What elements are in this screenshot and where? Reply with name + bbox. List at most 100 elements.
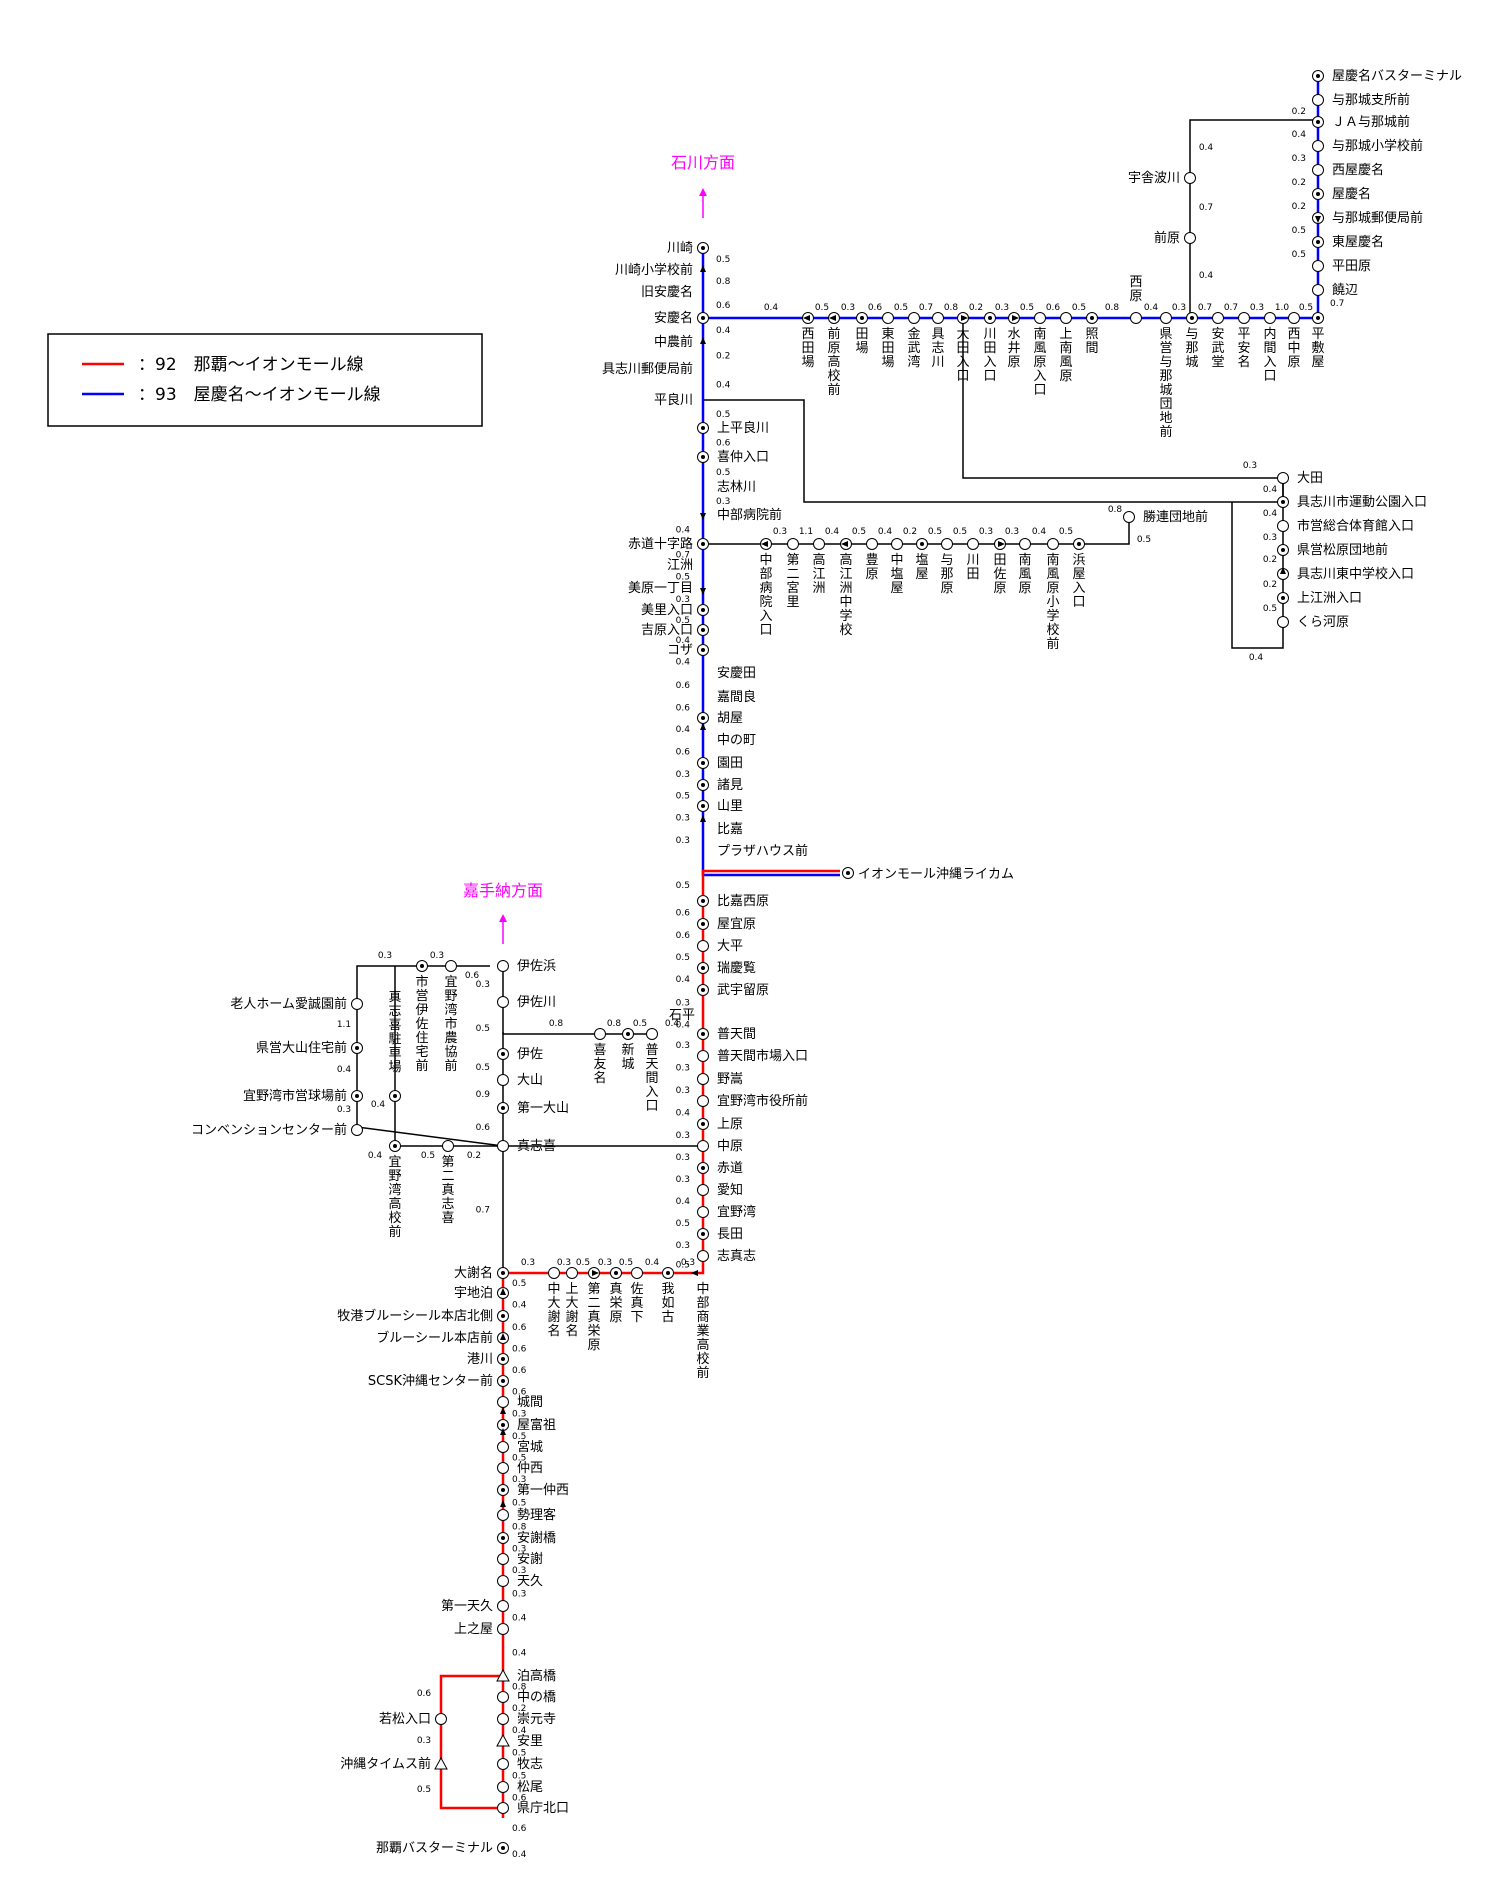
distance-label: 0.3 <box>1263 533 1277 543</box>
stop-marker <box>435 1713 447 1725</box>
stop-label: 与那原 <box>940 553 953 596</box>
distance-label: 0.3 <box>676 1064 690 1074</box>
stop-label: 沖縄タイムス前 <box>340 1756 431 1772</box>
distance-label: 0.5 <box>716 410 730 420</box>
distance-label: 0.4 <box>878 527 893 537</box>
direction-label-kadena: 嘉手納方面 <box>463 881 543 900</box>
distance-label: 0.5 <box>576 1258 590 1268</box>
direction-arrow <box>841 541 848 547</box>
stop-label: 南風原入口 <box>1033 326 1046 398</box>
stop-label: 中原 <box>717 1139 743 1154</box>
distance-label: 0.4 <box>676 526 691 536</box>
stop-label: 第二宮里 <box>786 553 799 610</box>
stop-label: 諸見 <box>717 777 743 793</box>
stop-label: 宜野湾 <box>717 1204 756 1220</box>
stop-label: 南風原小学校前 <box>1046 552 1059 652</box>
stop-label: 川崎 <box>667 241 693 256</box>
stop-label: 安謝橋 <box>517 1531 556 1546</box>
stop-label: 大田 <box>1297 471 1323 486</box>
stop-label: 東田場 <box>881 326 894 370</box>
stop-label: 中塩屋 <box>890 553 903 596</box>
stop-marker <box>1312 284 1324 296</box>
stop-label: 第二真志喜 <box>441 1155 454 1226</box>
stop-dot <box>501 1423 505 1427</box>
distance-label: 0.5 <box>1020 303 1034 313</box>
distance-label: 0.5 <box>1263 604 1277 614</box>
stop-label: 平安名 <box>1237 327 1250 370</box>
distance-label: 0.3 <box>337 1105 351 1115</box>
stop-dot <box>1281 596 1285 600</box>
distance-label: 0.4 <box>1032 527 1047 537</box>
distance-label: 0.3 <box>676 1041 690 1051</box>
stop-label: 牧港ブルーシール本店北側 <box>337 1308 493 1324</box>
stop-marker <box>908 312 920 324</box>
distance-label: 0.5 <box>676 881 690 891</box>
stop-label: 豊原 <box>865 553 878 582</box>
stop-label: 比嘉西原 <box>717 894 769 909</box>
stop-marker <box>1019 538 1031 550</box>
distance-label: 0.4 <box>512 1614 527 1624</box>
stop-marker <box>1184 172 1196 184</box>
distance-label: 0.6 <box>676 704 691 714</box>
distance-label: 0.4 <box>368 1151 383 1161</box>
distance-label: 0.3 <box>1250 303 1264 313</box>
distance-label: 0.6 <box>512 1388 527 1398</box>
distance-label: 0.5 <box>953 527 967 537</box>
stop-dot <box>1090 316 1094 320</box>
stop-dot <box>701 922 705 926</box>
stop-marker <box>1130 312 1142 324</box>
stop-label: コザ <box>667 643 693 658</box>
stop-dot <box>701 542 705 546</box>
route-line-gushikawa <box>703 399 1284 503</box>
distance-label: 0.3 <box>676 814 690 824</box>
stop-dot <box>701 455 705 459</box>
stop-label: 長田 <box>717 1227 743 1242</box>
stop-dot <box>501 1357 505 1361</box>
stop-label: 屋慶名バスターミナル <box>1332 68 1462 84</box>
stop-label: 松尾 <box>517 1780 543 1795</box>
distance-label: 0.8 <box>1108 505 1123 515</box>
stop-dot <box>988 316 992 320</box>
direction-arrow <box>998 541 1005 547</box>
distance-label: 0.3 <box>676 595 690 605</box>
direction-arrow <box>500 1407 506 1414</box>
stop-label: 宇地泊 <box>454 1286 493 1301</box>
stop-label: 城間 <box>517 1395 543 1410</box>
distance-label: 0.6 <box>716 301 731 311</box>
stop-label: 吉原入口 <box>641 623 693 638</box>
stop-label: 第二真栄原 <box>587 1282 600 1353</box>
stop-label: 赤道十字路 <box>628 536 693 552</box>
distance-label: 0.4 <box>1144 303 1159 313</box>
distance-label: 0.2 <box>1292 107 1306 117</box>
stop-dot <box>355 1046 359 1050</box>
stop-dot <box>501 1314 505 1318</box>
stop-label: 具志川東中学校入口 <box>1297 566 1414 582</box>
stop-label: 胡屋 <box>717 711 743 726</box>
stop-label: 平田原 <box>1332 259 1371 274</box>
distance-label: 0.3 <box>676 1175 690 1185</box>
stop-label: 宜野湾市営球場前 <box>243 1088 347 1104</box>
stop-marker <box>1312 94 1324 106</box>
distance-label: 0.8 <box>607 1019 622 1029</box>
stop-label: 与那城支所前 <box>1332 92 1410 108</box>
stop-label: 市営伊佐住宅前 <box>415 974 428 1074</box>
stop-label: 普天間市場入口 <box>717 1048 808 1064</box>
stop-label: 真栄原 <box>609 1282 622 1325</box>
stop-label: 西屋慶名 <box>1332 162 1384 178</box>
stop-marker <box>697 1073 709 1085</box>
stop-marker <box>497 1713 509 1725</box>
distance-label: 0.6 <box>512 1345 527 1355</box>
stop-label: 屋富祖 <box>517 1417 556 1433</box>
direction-arrow <box>700 723 706 730</box>
route-line <box>439 1674 503 1810</box>
direction-arrow <box>1012 315 1019 321</box>
distance-label: 0.3 <box>995 303 1009 313</box>
distance-label: 0.2 <box>467 1151 481 1161</box>
stop-marker <box>1288 312 1300 324</box>
distance-label: 0.3 <box>512 1590 526 1600</box>
distance-label: 0.3 <box>676 1153 690 1163</box>
stop-marker <box>497 996 509 1008</box>
stop-marker <box>697 1206 709 1218</box>
distance-label: 0.5 <box>476 1063 490 1073</box>
